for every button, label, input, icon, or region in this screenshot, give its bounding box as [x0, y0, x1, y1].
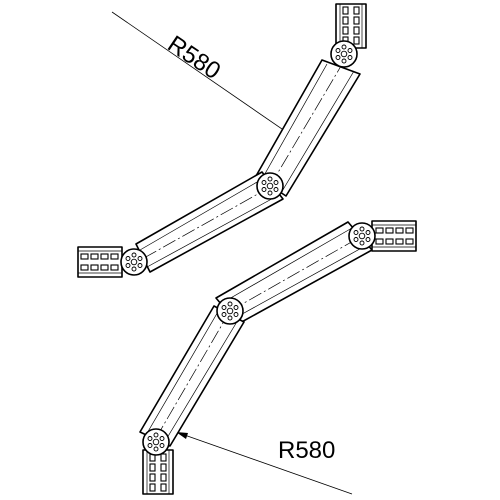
- lower-radius-leader: [175, 431, 353, 495]
- lower-segment-b: [139, 305, 245, 447]
- upper-left-hub: [120, 248, 148, 276]
- lower-center-hub: [216, 297, 244, 325]
- lower-right-hub: [348, 222, 376, 250]
- lower-radius-label: R580: [278, 437, 335, 464]
- lower-leader-arrow: [176, 432, 188, 439]
- lower-right-connector: [371, 220, 417, 252]
- upper-center-hub: [256, 172, 284, 200]
- upper-radius-label: R580: [163, 31, 226, 85]
- lower-bend-assembly: R580: [139, 220, 417, 495]
- lower-bottom-hub: [142, 428, 170, 456]
- upper-radius-leader: [111, 11, 299, 141]
- upper-left-connector: [77, 246, 123, 278]
- lower-bottom-connector: [142, 449, 174, 495]
- upper-top-hub: [330, 40, 358, 68]
